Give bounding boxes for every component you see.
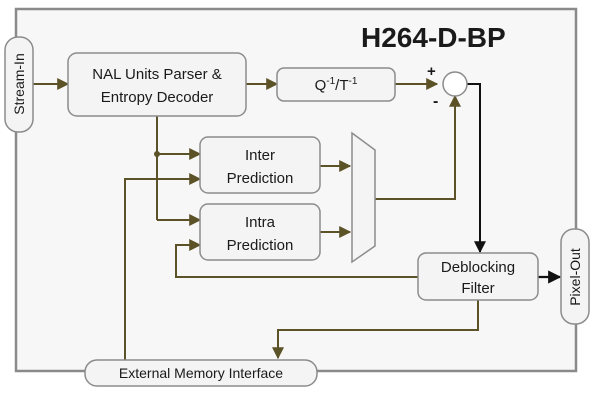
deblock-label-line1: Deblocking (441, 259, 515, 276)
quant-q: Q (315, 77, 327, 94)
memory-label: External Memory Interface (119, 365, 283, 381)
stream-in-label: Stream-In (11, 53, 27, 114)
quant-sup2: -1 (349, 76, 358, 87)
mux-to-adder-arrow (375, 94, 461, 200)
parser-label-line1: NAL Units Parser & (92, 66, 222, 83)
pixel-out-port: Pixel-Out (560, 228, 590, 325)
adder-circle: + - (427, 63, 468, 110)
parser-label-line2: Entropy Decoder (101, 89, 214, 106)
inter-label-line2: Prediction (227, 170, 294, 187)
deblock-label-line2: Filter (461, 280, 494, 297)
memory-to-inter-arrow (124, 173, 202, 362)
pixel-out-label: Pixel-Out (567, 248, 583, 306)
intra-label-line1: Intra (245, 214, 276, 231)
inter-prediction-block: Inter Prediction (199, 136, 321, 194)
inverse-quant-transform-block: Q-1/T-1 (276, 67, 396, 102)
intra-label-line2: Prediction (227, 237, 294, 254)
stream-in-port: Stream-In (4, 36, 34, 133)
intra-prediction-block: Intra Prediction (199, 203, 321, 261)
adder-to-deblock-arrow (467, 83, 486, 254)
nal-parser-block: NAL Units Parser & Entropy Decoder (67, 52, 247, 117)
adder-minus-sign: - (433, 93, 438, 110)
multiplexer-shape (351, 131, 376, 264)
deblock-to-memory-arrow (272, 300, 479, 360)
adder-plus-sign: + (427, 63, 436, 80)
quant-label: Q-1/T-1 (315, 76, 358, 94)
inter-label-line1: Inter (245, 147, 275, 164)
deblocking-filter-block: Deblocking Filter (417, 252, 539, 301)
diagram-title: H264-D-BP (361, 22, 506, 53)
quant-sup1: -1 (326, 76, 335, 87)
quant-sep: /T (335, 77, 348, 94)
deblock-to-intra-feedback (175, 239, 418, 278)
external-memory-interface-block: External Memory Interface (84, 359, 318, 387)
